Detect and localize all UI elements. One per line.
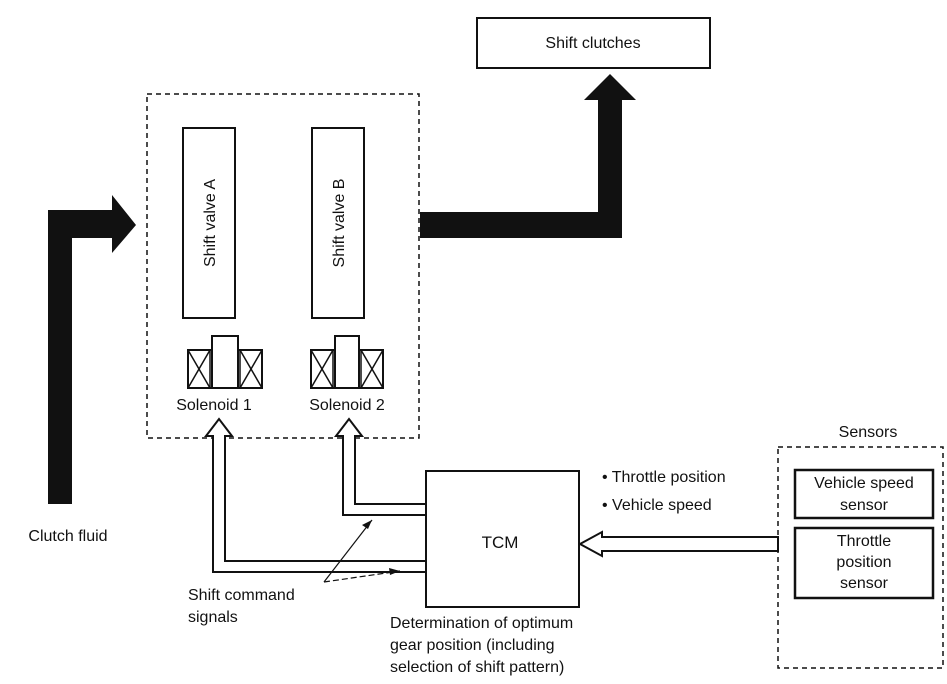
valve-body-outline [146, 93, 420, 439]
throttle-position-sensor-box [793, 526, 935, 600]
shift-valve-a [182, 127, 236, 319]
clutch-fluid-arrow [48, 195, 136, 504]
tcm-box [425, 470, 580, 608]
shift-signal-solenoid-1 [203, 417, 427, 573]
input-vehicle-speed: • Vehicle speed [602, 497, 712, 514]
solenoid-1 [187, 335, 263, 389]
sensor-input-arrow [577, 530, 779, 558]
vehicle-speed-sensor-box [793, 468, 935, 520]
shift-signal-leader-lines [323, 519, 401, 583]
vehicle-speed-sensor-line2: sensor [840, 497, 889, 514]
throttle-sensor-line3: sensor [840, 575, 889, 592]
sensors-title: Sensors [839, 424, 898, 441]
determination-line1: Determination of optimum [390, 615, 573, 632]
shift-valve-b [311, 127, 365, 319]
throttle-sensor-line2: position [836, 554, 891, 571]
output-to-clutches-arrow [420, 74, 636, 238]
shift-valve-b-label: Shift valve B [331, 179, 348, 268]
shift-command-signals-line2: signals [188, 609, 238, 626]
sensors-group-outline [777, 446, 944, 669]
shift-signal-solenoid-2 [333, 417, 427, 516]
solenoid-2-label: Solenoid 2 [309, 397, 385, 414]
vehicle-speed-sensor-line1: Vehicle speed [814, 475, 914, 492]
throttle-sensor-line1: Throttle [837, 533, 891, 550]
shift-command-signals-line1: Shift command [188, 587, 295, 604]
shift-valve-a-label: Shift valve A [202, 179, 219, 267]
solenoid-2 [310, 335, 384, 389]
shift-clutches-label: Shift clutches [545, 35, 640, 52]
tcm-label: TCM [482, 533, 519, 552]
input-throttle-position: • Throttle position [602, 469, 726, 486]
determination-line2: gear position (including [390, 637, 555, 654]
clutch-fluid-label: Clutch fluid [28, 528, 107, 545]
shift-clutches-box [476, 17, 711, 69]
solenoid-1-label: Solenoid 1 [176, 397, 252, 414]
determination-line3: selection of shift pattern) [390, 659, 564, 676]
